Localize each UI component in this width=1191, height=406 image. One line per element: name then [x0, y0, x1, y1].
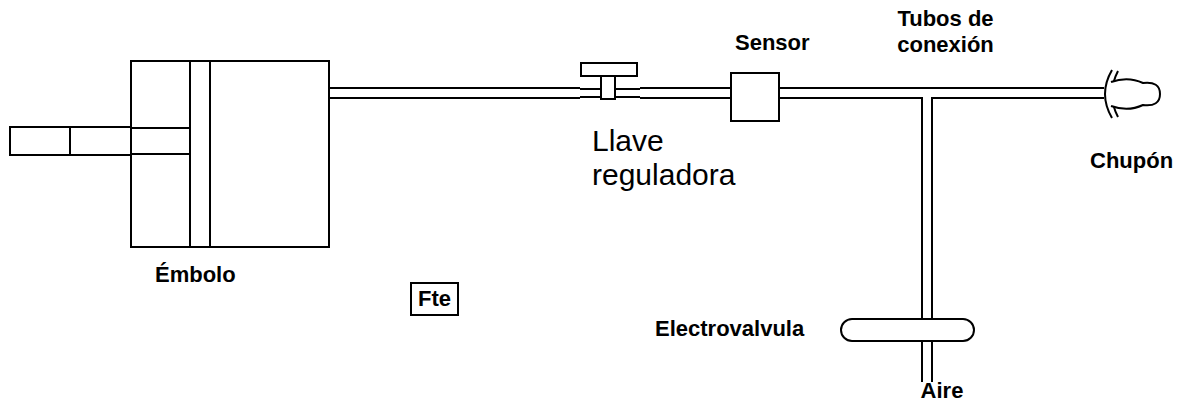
sensor-box-shape [730, 72, 780, 122]
tube-inner [330, 89, 580, 97]
part-label: Llave reguladora [592, 124, 757, 192]
regulating-valve-shape [580, 60, 640, 100]
part-label: Chupón [1090, 148, 1173, 174]
regulating-valve: Llave reguladora [580, 60, 640, 100]
piston-cylinder-shape [130, 60, 330, 248]
solenoid-valve: Electrovalvula [840, 318, 975, 342]
tube-inner [923, 338, 931, 384]
tube-inners [330, 93, 1098, 318]
tube-outlines [330, 93, 1098, 318]
tube-outline [330, 87, 580, 99]
tubes-label: Tubos de conexión [878, 6, 1013, 58]
part-label: Electrovalvula [655, 316, 804, 342]
tube-outline [640, 87, 730, 99]
air-label: Aire [902, 378, 982, 404]
tube-inner [640, 89, 730, 97]
power-source-box: Fte [410, 282, 459, 316]
sensor-box: Sensor [730, 72, 780, 122]
part-label: Fte [418, 286, 451, 312]
solenoid-valve-shape [840, 318, 975, 342]
pacifier-nipple: Chupón [1098, 68, 1162, 120]
tube-outline [780, 93, 927, 318]
pacifier-nipple-shape [1098, 68, 1162, 120]
part-label: Émbolo [155, 262, 236, 288]
tube-inner [780, 93, 927, 318]
piston-cylinder: Émbolo [130, 60, 330, 248]
part-label: Sensor [735, 30, 810, 56]
